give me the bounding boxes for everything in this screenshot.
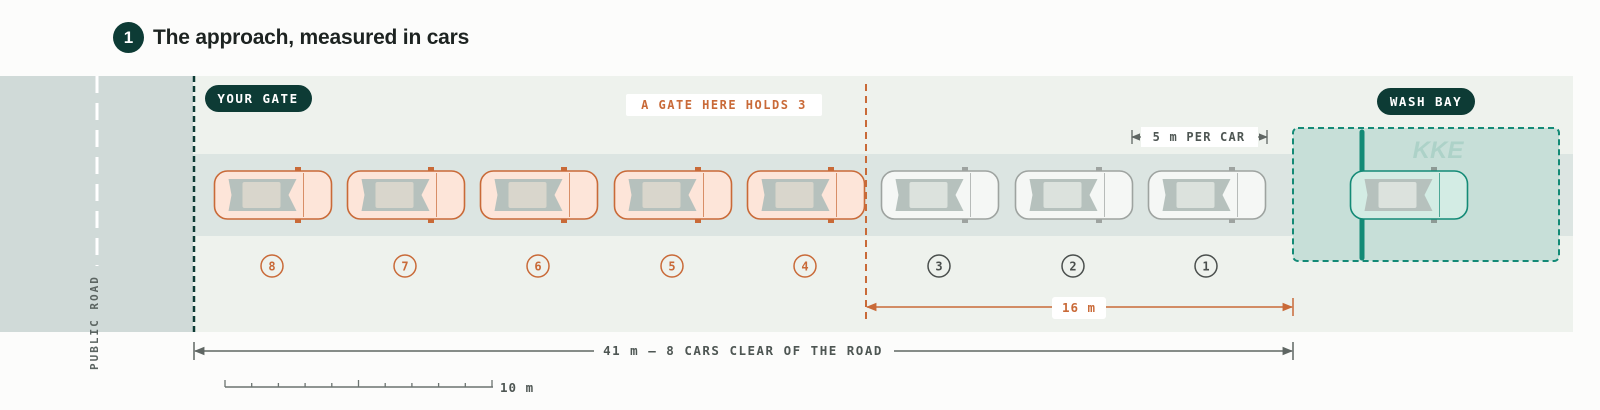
car: 6 — [479, 167, 599, 278]
car-roof — [1043, 182, 1082, 208]
car-number-circle — [1194, 254, 1218, 278]
page-title: The approach, measured in cars — [153, 25, 470, 49]
car-number-label: 6 — [534, 260, 541, 274]
car-roof — [1176, 182, 1215, 208]
car-number-label: 8 — [268, 260, 275, 274]
car — [1349, 167, 1469, 223]
car-mirror — [828, 167, 834, 172]
car: 5 — [613, 167, 733, 278]
scale-bar: 10 m — [224, 380, 534, 395]
car: 7 — [346, 167, 466, 278]
car-mirror — [1431, 167, 1437, 172]
car-number-circle — [526, 254, 550, 278]
car: 4 — [746, 167, 866, 278]
car: 8 — [213, 167, 333, 278]
car-mirror — [295, 167, 301, 172]
gap-box — [1052, 297, 1106, 319]
car-mirror — [561, 167, 567, 172]
car-number-circle — [793, 254, 817, 278]
car-number-label: 4 — [801, 260, 808, 274]
car-number-circle — [260, 254, 284, 278]
public-road-label: PUBLIC ROAD — [88, 275, 101, 370]
logo-watermark: KKE — [1413, 137, 1465, 164]
car-number-circle — [660, 254, 684, 278]
car-mirror — [1096, 167, 1102, 172]
car-roof — [508, 182, 547, 208]
gap-distance-label: 16 m — [1062, 300, 1096, 315]
car-number-label: 1 — [1202, 260, 1209, 274]
car: 3 — [880, 167, 1000, 278]
car-roof — [1378, 182, 1417, 208]
car-roof — [642, 182, 681, 208]
wash-bay-label: WASH BAY — [1390, 94, 1462, 109]
car-roof — [909, 182, 948, 208]
car-number-circle — [927, 254, 951, 278]
car-mirror — [561, 218, 567, 223]
your-gate-pill — [205, 85, 312, 112]
car-roof — [375, 182, 414, 208]
scale-label: 10 m — [500, 380, 534, 395]
total-box — [594, 341, 894, 361]
section-header: 1 The approach, measured in cars — [113, 22, 469, 53]
car: 2 — [1014, 167, 1134, 278]
car-mirror — [1431, 218, 1437, 223]
car-mirror — [1229, 218, 1235, 223]
wash-bay-pill — [1377, 88, 1475, 115]
car-number-label: 5 — [668, 260, 675, 274]
step-number-badge: 1 — [113, 22, 144, 53]
car-mirror — [962, 218, 968, 223]
car-mirror — [1229, 167, 1235, 172]
total-distance-label: 41 m — 8 CARS CLEAR OF THE ROAD — [603, 343, 883, 358]
car-mirror — [695, 218, 701, 223]
car-number-circle — [1061, 254, 1085, 278]
car-number-circle — [393, 254, 417, 278]
car-mirror — [428, 218, 434, 223]
car-mirror — [962, 167, 968, 172]
car-number-label: 7 — [401, 260, 408, 274]
gate-here-label: A GATE HERE HOLDS 3 — [641, 98, 807, 112]
per-car-box — [1141, 127, 1258, 147]
car-roof — [242, 182, 281, 208]
car-queue: 8 7 6 5 4 3 2 1 — [213, 167, 1469, 278]
gate-here-box — [626, 94, 822, 116]
car-mirror — [428, 167, 434, 172]
your-gate-label: YOUR GATE — [217, 91, 298, 106]
car-roof — [775, 182, 814, 208]
per-car-label: 5 m PER CAR — [1153, 130, 1246, 144]
car-mirror — [828, 218, 834, 223]
car-mirror — [695, 167, 701, 172]
car-mirror — [1096, 218, 1102, 223]
car: 1 — [1147, 167, 1267, 278]
car-number-label: 3 — [935, 260, 942, 274]
car-number-label: 2 — [1069, 260, 1076, 274]
car-mirror — [295, 218, 301, 223]
